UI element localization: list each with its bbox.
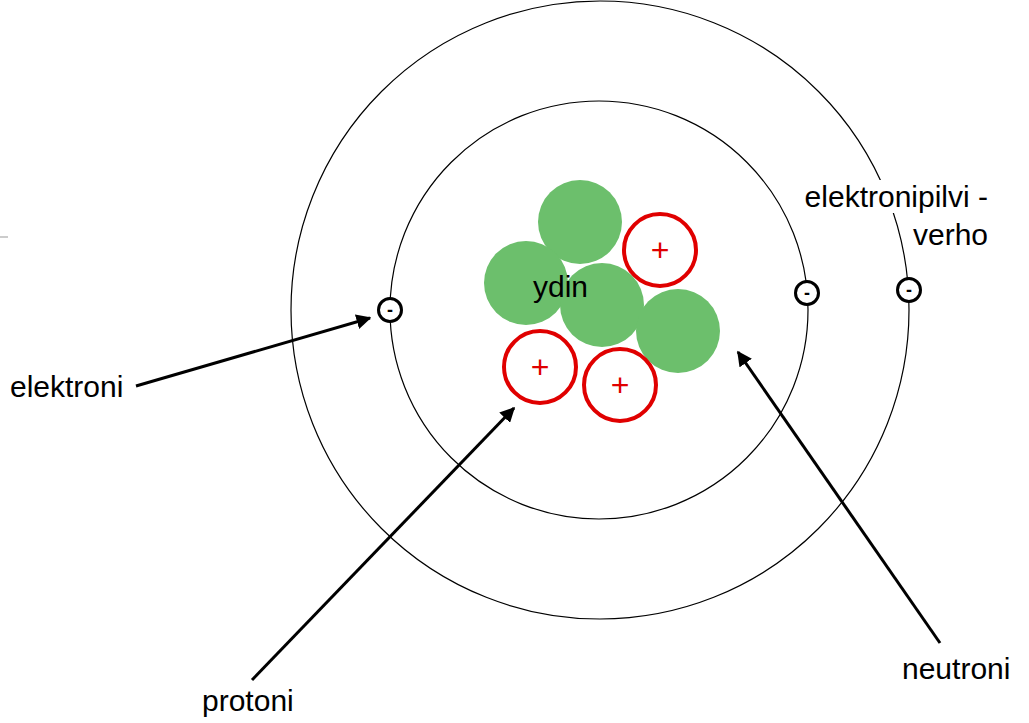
electron-ring bbox=[796, 282, 819, 305]
electron-label: elektroni bbox=[8, 368, 208, 406]
electron-particle: - bbox=[377, 297, 403, 323]
electron-ring bbox=[379, 299, 402, 322]
charge-sign: - bbox=[906, 281, 912, 299]
part-name: elektronipilvi -verho bbox=[803, 180, 990, 251]
part-name: protoni bbox=[200, 684, 296, 717]
electron-particle: - bbox=[896, 277, 922, 303]
proton-particle: + bbox=[622, 212, 698, 288]
leader-arrow bbox=[738, 352, 940, 643]
proton-ring bbox=[624, 214, 696, 286]
part-name: ydin bbox=[531, 270, 590, 303]
part-name: neutroni bbox=[900, 652, 1012, 685]
inner-orbit bbox=[390, 101, 808, 519]
leader-arrow bbox=[252, 408, 514, 680]
proton-particle: + bbox=[582, 347, 658, 423]
proton-particle: + bbox=[502, 329, 578, 405]
neutron-label: neutroni bbox=[900, 650, 1025, 688]
cloud-label: elektronipilvi -verho bbox=[790, 178, 990, 253]
edge-tick bbox=[0, 237, 8, 238]
charge-sign: + bbox=[651, 234, 670, 266]
charge-sign: - bbox=[804, 284, 810, 302]
proton-ring bbox=[504, 331, 576, 403]
electron-particle: - bbox=[794, 280, 820, 306]
outer-orbit bbox=[291, 1, 909, 619]
charge-sign: - bbox=[387, 301, 393, 319]
electron-ring bbox=[898, 279, 921, 302]
part-name: elektroni bbox=[8, 370, 125, 403]
charge-sign: + bbox=[611, 369, 630, 401]
charge-sign: + bbox=[531, 351, 550, 383]
proton-label: protoni bbox=[200, 682, 400, 720]
proton-ring bbox=[584, 349, 656, 421]
nucleus-label: ydin bbox=[531, 268, 651, 306]
leader-arrow bbox=[136, 318, 370, 386]
